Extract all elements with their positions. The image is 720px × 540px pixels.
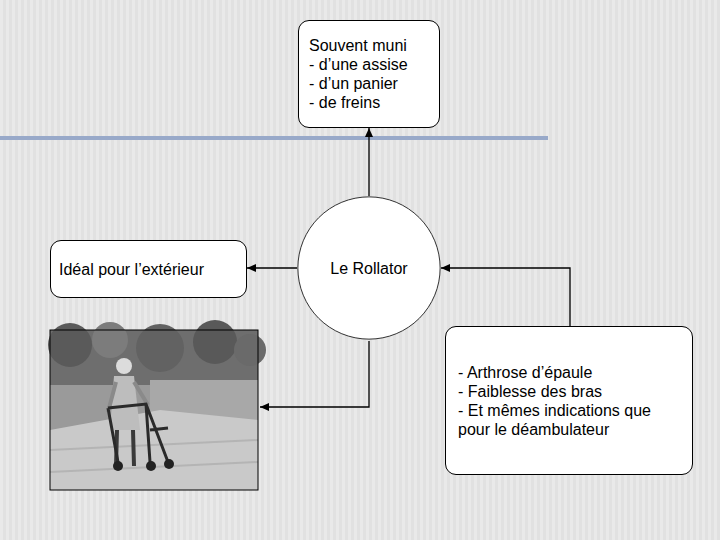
title-rule xyxy=(0,136,548,140)
indication-box: - Arthrose d’épaule- Faiblesse des bras-… xyxy=(445,326,693,475)
node-text: - Faiblesse des bras xyxy=(458,382,680,401)
connector-arrow xyxy=(441,268,570,326)
node-text: - de freins xyxy=(309,93,429,112)
node-text: Idéal pour l’extérieur xyxy=(59,260,238,279)
node-text: - d’une assise xyxy=(309,55,429,74)
node-content: Le Rollator xyxy=(297,196,441,340)
usage-box: Idéal pour l’extérieur xyxy=(50,240,247,298)
central-circle: Le Rollator xyxy=(297,196,441,340)
node-text: - Arthrose d’épaule xyxy=(458,363,680,382)
leader-line xyxy=(260,341,369,407)
feature-box: Souvent muni- d’une assise- d’un panier-… xyxy=(298,20,440,128)
node-text: Souvent muni xyxy=(309,36,429,55)
node-text: - d’un panier xyxy=(309,74,429,93)
photo xyxy=(48,320,266,490)
connector-arrow xyxy=(368,128,369,196)
connector-arrow xyxy=(247,267,297,268)
node-text: Le Rollator xyxy=(307,259,431,278)
node-content: Idéal pour l’extérieur xyxy=(51,241,246,297)
node-content: - Arthrose d’épaule- Faiblesse des bras-… xyxy=(446,327,692,474)
node-text: - Et mêmes indications que pour le déamb… xyxy=(458,401,680,439)
node-content: Souvent muni- d’une assise- d’un panier-… xyxy=(299,21,439,127)
